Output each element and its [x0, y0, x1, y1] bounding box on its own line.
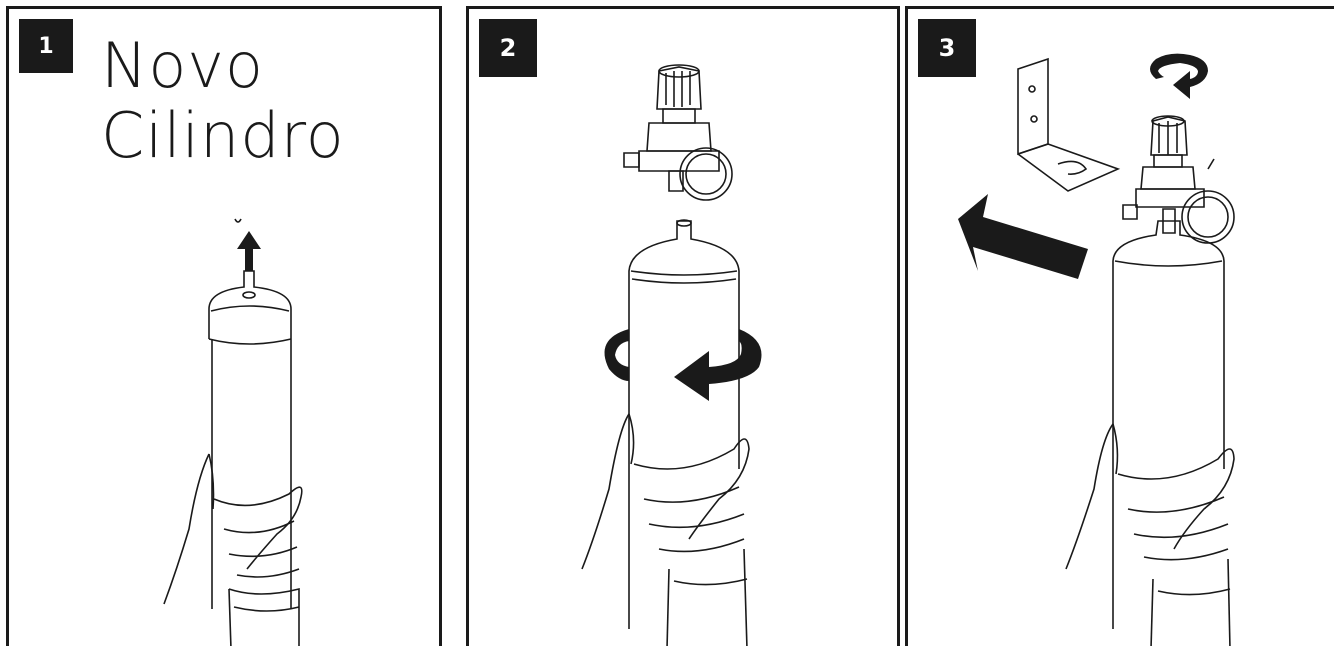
- step-1-panel: 1 Novo Cilindro: [6, 6, 442, 646]
- attach-regulator-illustration: [469, 9, 900, 646]
- regulator-illustration: [624, 65, 732, 200]
- regulator-illustration: [1123, 116, 1234, 243]
- cylinder-in-hand-illustration: [9, 9, 442, 646]
- direction-arrow-icon: [958, 194, 1088, 279]
- step-2-panel: 2: [466, 6, 900, 646]
- cap-icon: [235, 219, 241, 222]
- up-arrow-icon: [237, 231, 261, 271]
- rotate-cap-icon: [1150, 54, 1208, 99]
- rotate-arrow-icon: [605, 329, 762, 401]
- mount-cylinder-illustration: [908, 9, 1334, 646]
- step-3-panel: 3: [905, 6, 1334, 646]
- wall-bracket-illustration: [1018, 59, 1118, 191]
